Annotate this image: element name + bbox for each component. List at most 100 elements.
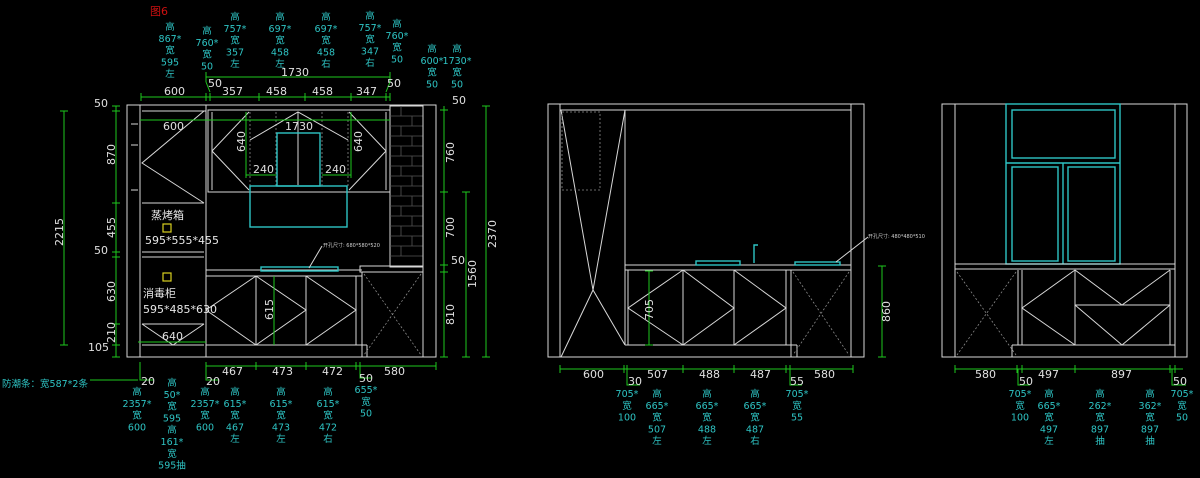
dim: 50 xyxy=(1173,375,1187,388)
label-line: 高 xyxy=(702,388,712,400)
label-line: 左 xyxy=(1044,435,1054,447)
label-line: 宽 xyxy=(165,45,175,57)
label-line: 50 xyxy=(451,79,463,90)
dim: 507 xyxy=(647,368,668,381)
dim: 467 xyxy=(222,365,243,378)
label-line: 右 xyxy=(750,435,760,447)
dim: 580 xyxy=(814,368,835,381)
dim: 600 xyxy=(583,368,604,381)
label-line: 50 xyxy=(360,409,372,420)
label-line: 高 xyxy=(323,386,333,398)
label-line: 高 xyxy=(1145,388,1155,400)
label-line: 473 xyxy=(272,422,290,433)
dim: 700 xyxy=(444,217,457,238)
label-line: 宽 xyxy=(167,401,177,413)
dim: 897 xyxy=(1111,368,1132,381)
label-line: 100 xyxy=(618,413,636,424)
label-line: 600 xyxy=(196,422,214,433)
label-line: 宽 xyxy=(323,410,333,422)
label-line: 高 xyxy=(1044,388,1054,400)
label-line: 高 xyxy=(165,21,175,33)
dim: 497 xyxy=(1038,368,1059,381)
dim: 810 xyxy=(444,304,457,325)
label-line: 左 xyxy=(652,435,662,447)
label-line: 757* xyxy=(224,24,247,35)
label-line: 362* xyxy=(1139,401,1162,412)
label-line: 宽 xyxy=(132,410,142,422)
label-line: 472 xyxy=(319,422,337,433)
dim: 580 xyxy=(975,368,996,381)
dim: 705 xyxy=(643,299,656,320)
label-line: 595抽 xyxy=(158,460,186,472)
label-line: 宽 xyxy=(275,35,285,47)
sterilizer-label: 消毒柜 xyxy=(143,286,176,300)
dim: 240 xyxy=(253,163,274,176)
brick-pattern xyxy=(390,106,423,257)
steam-oven-size: 595*555*455 xyxy=(145,234,219,247)
label-line: 左 xyxy=(702,435,712,447)
dim: 640 xyxy=(352,131,365,152)
dim: 55 xyxy=(790,375,804,388)
dim: 20 xyxy=(206,375,220,388)
label-line: 宽 xyxy=(1177,400,1187,412)
left-elevation: 开孔尺寸: 680*580*520 蒸烤箱 595*555*455 消毒柜 59… xyxy=(126,104,437,358)
label-line: 宽 xyxy=(361,396,371,408)
label-line: 高 xyxy=(202,25,212,37)
label-line: 760* xyxy=(386,31,409,42)
dim: 50 xyxy=(94,244,108,257)
label-line: 50* xyxy=(164,390,181,401)
label-line: 宽 xyxy=(392,42,402,54)
dim: 615 xyxy=(263,299,276,320)
label-line: 262* xyxy=(1089,401,1112,412)
label-line: 665* xyxy=(696,401,719,412)
dim: 240 xyxy=(325,163,346,176)
hole-size-note: 开孔尺寸: 480*480*510 xyxy=(868,233,925,240)
label-line: 高 xyxy=(167,424,177,436)
label-line: 487 xyxy=(746,424,764,435)
label-line: 50 xyxy=(201,61,213,72)
steam-oven-marker xyxy=(162,223,172,233)
label-line: 897 xyxy=(1091,424,1109,435)
label-line: 宽 xyxy=(167,448,177,460)
moisture-strip-note: 防潮条：宽587*2条 xyxy=(2,378,88,390)
label-line: 458 xyxy=(271,47,289,58)
label-line: 高 xyxy=(750,388,760,400)
dim: 50 xyxy=(387,77,401,90)
label-line: 宽 xyxy=(452,67,462,79)
label-line: 宽 xyxy=(276,410,286,422)
label-line: 615* xyxy=(317,399,340,410)
label-line: 宽 xyxy=(200,410,210,422)
label-line: 宽 xyxy=(202,49,212,61)
label-line: 高 xyxy=(321,11,331,23)
label-line: 宽 xyxy=(230,410,240,422)
label-line: 宽 xyxy=(321,35,331,47)
dim: 472 xyxy=(322,365,343,378)
dim: 488 xyxy=(699,368,720,381)
label-line: 760* xyxy=(196,38,219,49)
dim: 600 xyxy=(163,120,184,133)
dim: 20 xyxy=(141,375,155,388)
label-line: 高 xyxy=(132,386,142,398)
steam-oven-label: 蒸烤箱 xyxy=(151,208,184,222)
label-line: 600* xyxy=(421,56,444,67)
label-line: 宽 xyxy=(427,67,437,79)
dim: 630 xyxy=(105,281,118,302)
label-line: 697* xyxy=(315,24,338,35)
label-line: 867* xyxy=(159,34,182,45)
label-line: 左 xyxy=(276,433,286,445)
